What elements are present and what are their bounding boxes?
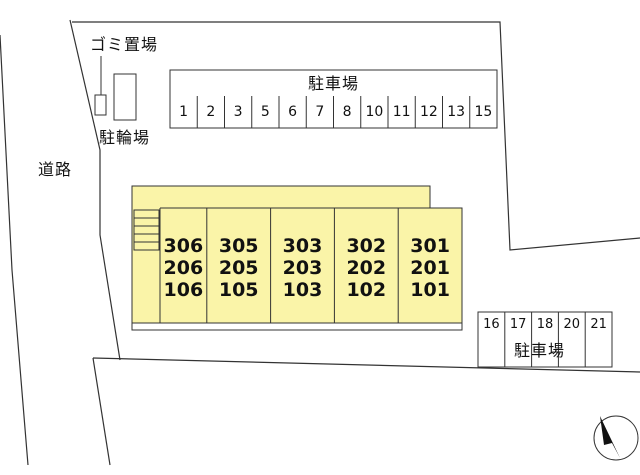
unit-number: 206 [163,257,204,279]
building-balcony [131,322,463,331]
parking-north-stall-number: 12 [419,104,438,120]
parking-north-stall-number: 3 [233,104,243,120]
parking-north-stall-number: 10 [365,104,384,120]
unit-number: 101 [410,279,450,301]
parking-north-stall-number: 7 [315,104,325,120]
unit-number: 106 [163,279,204,301]
unit-number: 303 [282,235,323,257]
road-edge-left [0,34,29,466]
road-edge-right [69,19,121,361]
site-boundary-south [92,357,640,373]
parking-north-stall-number: 2 [206,104,216,120]
parking-north-label: 駐車場 [306,74,362,93]
unit-number: 202 [346,257,387,279]
unit-number: 103 [282,279,323,301]
unit-dividers [159,207,463,323]
north-arrow-icon [593,415,639,461]
road-edge-lower [92,357,111,466]
parking-south-stall-number: 21 [590,317,607,332]
site-boundary-north [72,21,640,251]
parking-south-dividers [504,312,586,367]
parking-north-stall-number: 15 [474,104,493,120]
parking-north-dividers [196,96,471,128]
parking-north-stall-number: 11 [392,104,411,120]
parking-south-outline [477,311,613,368]
unit-number: 301 [410,235,450,257]
unit-number: 306 [163,235,204,257]
garbage-box [94,94,107,116]
parking-north-stall-number: 5 [260,104,270,120]
parking-south-stall-number: 17 [509,317,527,332]
parking-south-stall-number: 18 [536,317,554,332]
stair-lines [134,217,159,243]
unit-number: 305 [218,235,259,257]
unit-number: 302 [346,235,387,257]
unit-number: 201 [410,257,450,279]
bicycle-box [113,73,137,121]
parking-south-label: 駐車場 [514,341,566,360]
parking-north-stall-number: 13 [447,104,466,120]
unit-number: 203 [282,257,323,279]
parking-south-stall-number: 16 [483,317,500,332]
parking-north-stall-number: 8 [342,104,352,120]
bicycle-parking-label: 駐輪場 [99,128,151,147]
road-label: 道路 [38,160,73,179]
parking-north-stall-number: 1 [179,104,189,120]
stairs [133,209,160,251]
unit-number: 105 [218,279,259,301]
parking-north-stall-number: 6 [288,104,298,120]
unit-number: 205 [218,257,259,279]
parking-south-stall-number: 20 [563,317,581,332]
garbage-label: ゴミ置場 [90,35,159,54]
unit-number: 102 [346,279,387,301]
